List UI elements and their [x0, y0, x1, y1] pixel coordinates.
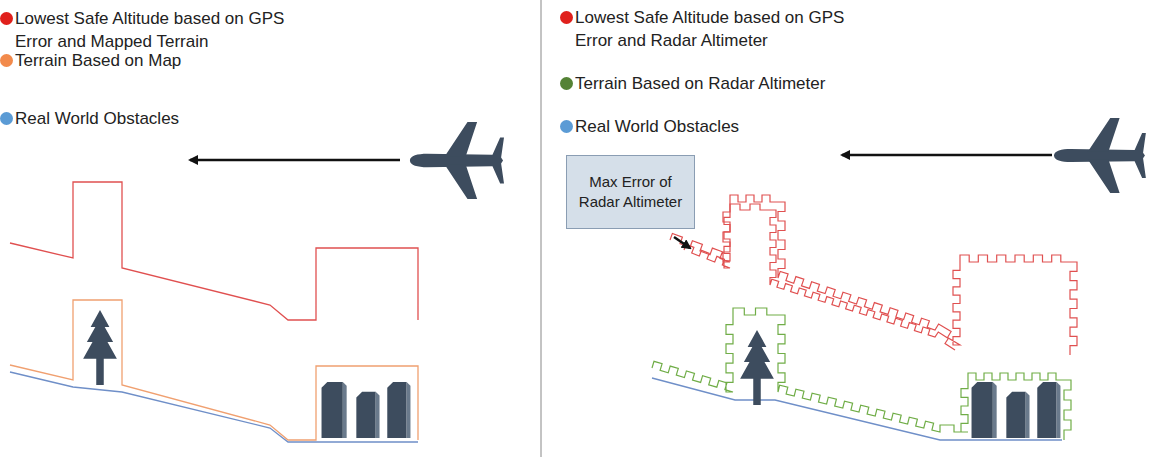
error-outline — [670, 195, 1077, 355]
legend-item: Lowest Safe Altitude based on GPS Error … — [0, 7, 290, 53]
callout-text: Max Error of Radar Altimeter — [567, 168, 694, 216]
legend-text: Lowest Safe Altitude based on GPS Error … — [15, 7, 290, 53]
legend-item: Real World Obstacles — [560, 115, 860, 138]
legend-swatch — [0, 112, 13, 125]
legend-text: Terrain Based on Map — [15, 49, 181, 72]
legend-swatch — [560, 77, 573, 90]
legend-swatch — [560, 11, 573, 24]
legend-item: Terrain Based on Radar Altimeter — [560, 72, 900, 95]
legend-swatch — [0, 12, 13, 25]
legend-item: Terrain Based on Map — [0, 49, 300, 72]
legend-text: Real World Obstacles — [575, 115, 739, 138]
legend-swatch — [560, 120, 573, 133]
legend-item: Lowest Safe Altitude based on GPS Error … — [560, 6, 860, 52]
legend-text: Terrain Based on Radar Altimeter — [575, 72, 825, 95]
error-outline — [684, 204, 955, 350]
legend-text: Lowest Safe Altitude based on GPS Error … — [575, 6, 860, 52]
legend-text: Real World Obstacles — [15, 107, 179, 130]
callout-box: Max Error of Radar Altimeter — [566, 155, 695, 229]
error-outline — [652, 308, 1071, 440]
legend-item: Real World Obstacles — [0, 107, 300, 130]
legend-swatch — [0, 54, 13, 67]
